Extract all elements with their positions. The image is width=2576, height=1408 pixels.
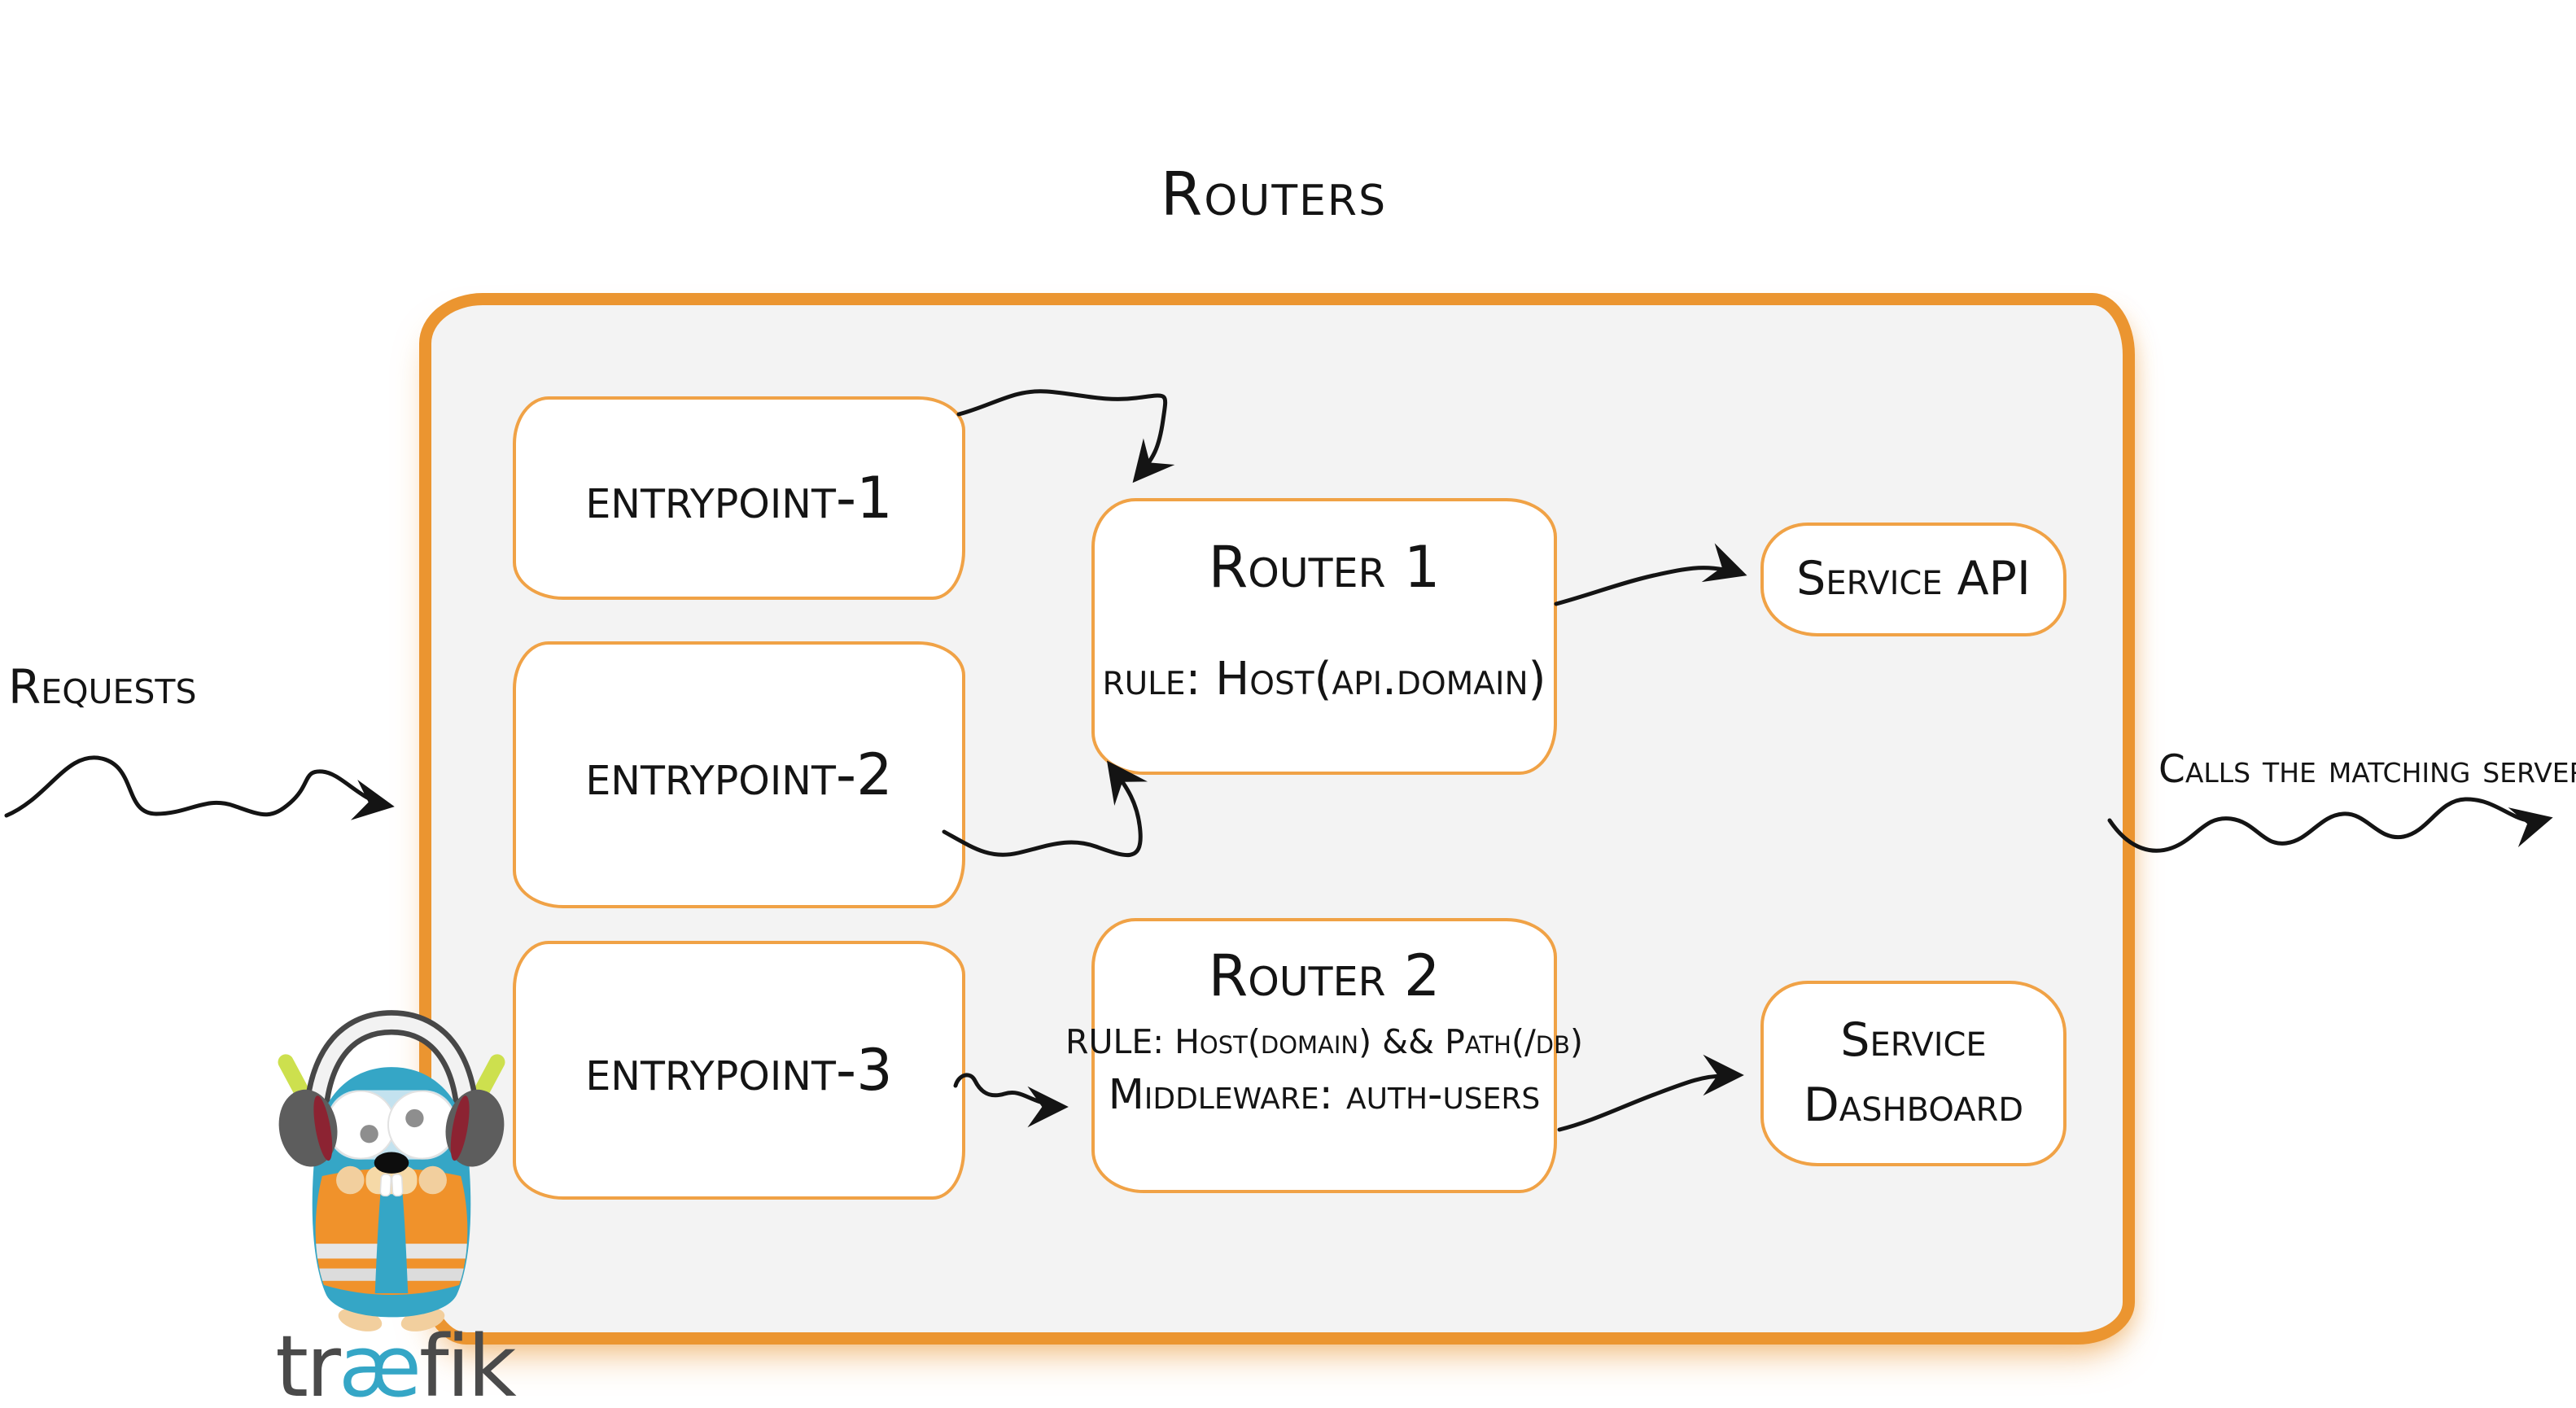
- service-api-label: Service API: [1796, 552, 2031, 606]
- requests-label: Requests: [8, 659, 197, 715]
- calls-matching-server-label: Calls the matching server: [2158, 747, 2576, 792]
- router-2-box: Router 2 RULE: Host(domain) && Path(/db)…: [1065, 918, 1583, 1193]
- entrypoint-1-label: entrypoint-1: [585, 465, 893, 531]
- entrypoint-3-box: entrypoint-3: [513, 941, 965, 1200]
- entrypoint-2-label: entrypoint-2: [585, 741, 893, 808]
- calls-matching-server-arrow: [2107, 797, 2553, 853]
- router-2-title: Router 2: [1208, 942, 1441, 1009]
- wordmark-pre: tr: [275, 1317, 341, 1408]
- router-2-rule: RULE: Host(domain) && Path(/db): [1065, 1022, 1583, 1061]
- router-1-title: Router 1: [1208, 534, 1441, 601]
- gopher-pupil-right: [405, 1108, 424, 1128]
- service-dashboard-box: Service Dashboard: [1760, 981, 2066, 1166]
- service-api-box: Service API: [1760, 523, 2066, 636]
- wordmark-post: fik: [418, 1317, 517, 1408]
- headphone-cup-right: [445, 1089, 505, 1167]
- diagram-title: Routers: [1160, 160, 1388, 230]
- router-1-box: Router 1 rule: Host(api.domain): [1091, 498, 1557, 775]
- gopher-tooth-left: [379, 1174, 392, 1197]
- router-2-middleware: Middleware: auth-users: [1108, 1071, 1541, 1119]
- vest-opening: [374, 1170, 409, 1293]
- service-dashboard-label: Service Dashboard: [1803, 1013, 2024, 1132]
- gopher-pupil-left: [360, 1125, 378, 1143]
- headphone-cup-left: [278, 1089, 338, 1167]
- traefik-wordmark: træfik: [238, 1317, 552, 1408]
- gopher-eye-left: [326, 1090, 396, 1160]
- requests-arrow: [4, 755, 395, 820]
- entrypoint-2-box: entrypoint-2: [513, 641, 965, 908]
- traefik-gopher-mascot: [278, 1010, 505, 1331]
- gopher-tooth-right: [391, 1174, 404, 1197]
- gopher-hand-left: [336, 1165, 365, 1195]
- gopher-eye-right: [387, 1090, 457, 1160]
- gopher-nose: [374, 1152, 409, 1174]
- entrypoint-1-box: entrypoint-1: [513, 396, 965, 600]
- entrypoint-3-label: entrypoint-3: [585, 1037, 893, 1104]
- safety-vest: [315, 1168, 468, 1296]
- wordmark-ae-ligature: æ: [338, 1317, 422, 1408]
- router-1-rule: rule: Host(api.domain): [1102, 653, 1546, 706]
- gopher-hand-right: [418, 1165, 447, 1195]
- headphone-band-inner: [308, 1015, 475, 1121]
